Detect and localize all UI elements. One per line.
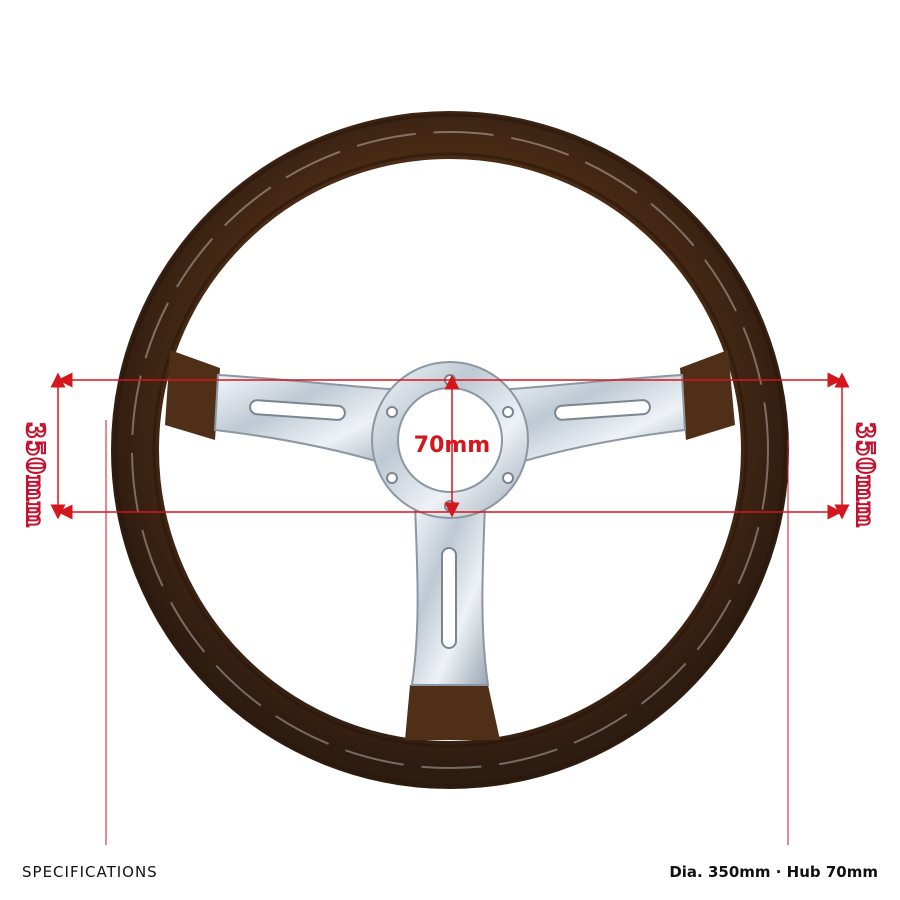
- dimensions-summary: Dia. 350mm · Hub 70mm: [669, 863, 878, 881]
- hub-dimension-label: 70mm: [414, 433, 490, 458]
- spoke-grip-bottom: [405, 685, 500, 740]
- specifications-caption: SPECIFICATIONS: [22, 863, 158, 881]
- wheel-rim: [111, 111, 789, 789]
- spoke-grip-left: [165, 350, 220, 440]
- spoke-right: [494, 373, 687, 472]
- dimension-lines: [50, 372, 850, 845]
- spoke-bottom: [410, 504, 490, 686]
- spoke-grip-right: [680, 350, 735, 440]
- diameter-label-left: 350mm: [20, 421, 51, 529]
- diameter-label-right: 350mm: [850, 421, 881, 529]
